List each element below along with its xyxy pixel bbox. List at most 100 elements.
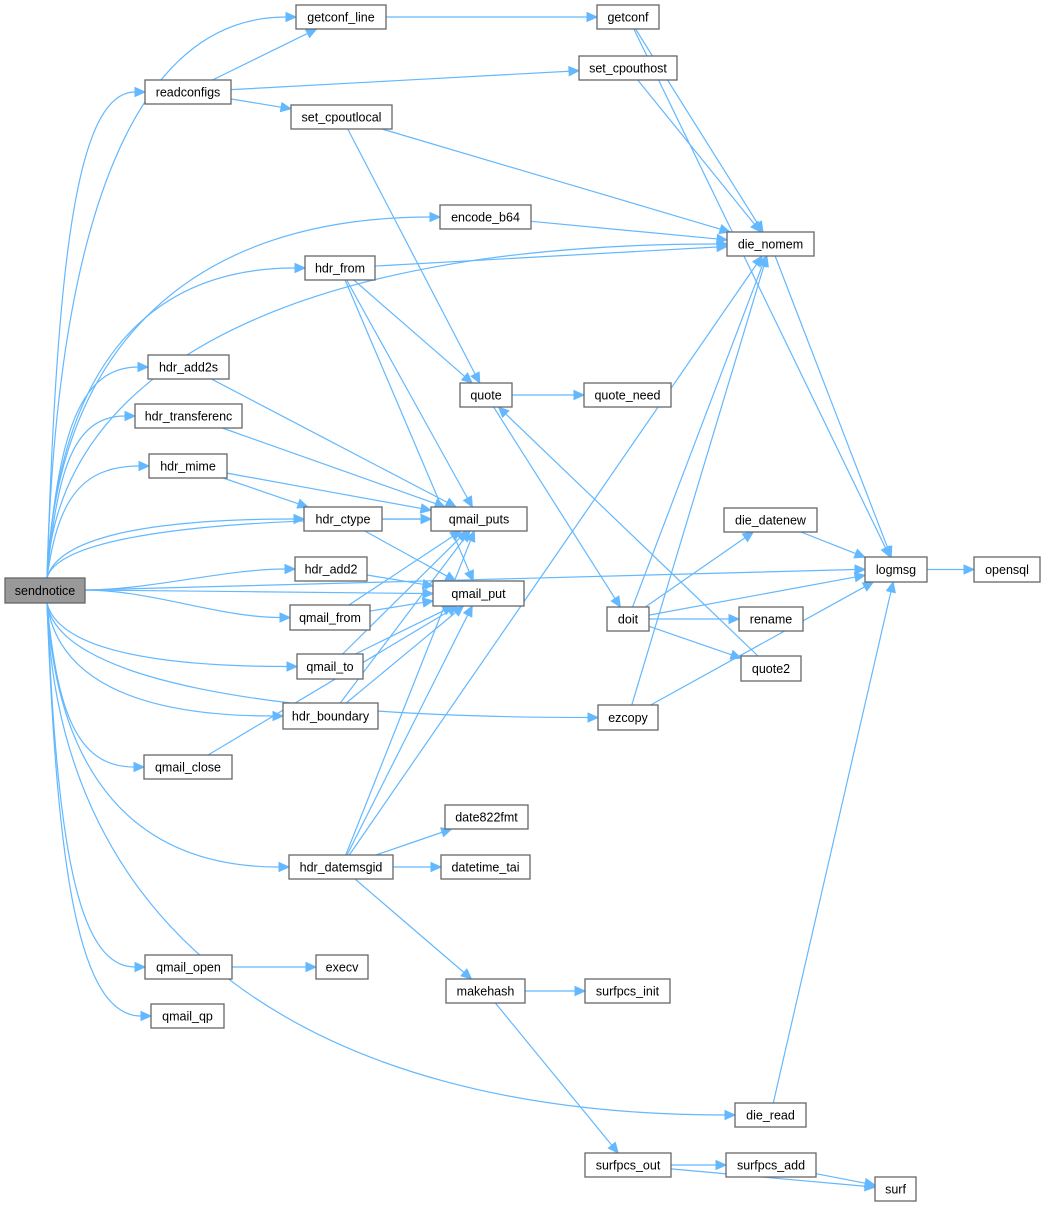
node-execv[interactable]: execv bbox=[315, 954, 369, 980]
node-opensql[interactable]: opensql bbox=[973, 556, 1041, 583]
node-qmail_open[interactable]: qmail_open bbox=[144, 954, 233, 980]
edge-sendnotice-to-hdr_mime bbox=[46, 460, 151, 579]
arrowhead-icon bbox=[134, 961, 147, 973]
node-getconf[interactable]: getconf bbox=[596, 4, 660, 30]
node-hdr_from[interactable]: hdr_from bbox=[304, 255, 376, 281]
node-label: hdr_boundary bbox=[292, 710, 370, 724]
node-label: hdr_transferenc bbox=[145, 410, 233, 424]
node-label: qmail_close bbox=[155, 761, 221, 775]
edge-hdr_datemsgid-to-date822fmt bbox=[375, 827, 453, 856]
node-label: ezcopy bbox=[608, 711, 648, 725]
arrowhead-icon bbox=[462, 495, 473, 509]
node-hdr_transferenc[interactable]: hdr_transferenc bbox=[134, 403, 243, 429]
arrowhead-icon bbox=[420, 513, 433, 525]
node-qmail_puts[interactable]: qmail_puts bbox=[430, 506, 528, 532]
arrowhead-icon bbox=[465, 529, 476, 543]
arrowhead-icon bbox=[138, 460, 151, 472]
node-label: die_datenew bbox=[735, 514, 807, 528]
node-encode_b64[interactable]: encode_b64 bbox=[439, 204, 532, 230]
node-label: qmail_open bbox=[156, 961, 221, 975]
node-label: quote2 bbox=[752, 662, 790, 676]
arrowhead-icon bbox=[728, 613, 741, 625]
node-label: logmsg bbox=[876, 563, 916, 577]
arrowhead-icon bbox=[305, 961, 318, 973]
node-hdr_add2s[interactable]: hdr_add2s bbox=[147, 354, 230, 380]
node-hdr_add2[interactable]: hdr_add2 bbox=[294, 556, 368, 582]
arrowhead-icon bbox=[574, 985, 587, 997]
node-quote2[interactable]: quote2 bbox=[740, 655, 802, 682]
arrowhead-icon bbox=[716, 233, 729, 245]
node-hdr_datemsgid[interactable]: hdr_datemsgid bbox=[288, 854, 394, 880]
node-readconfigs[interactable]: readconfigs bbox=[144, 79, 232, 105]
node-surfpcs_init[interactable]: surfpcs_init bbox=[584, 978, 671, 1004]
edge-doit-to-die_datenew bbox=[644, 531, 755, 608]
arrowhead-icon bbox=[285, 11, 298, 23]
node-qmail_close[interactable]: qmail_close bbox=[143, 754, 233, 780]
edge-hdr_from-to-qmail_puts bbox=[346, 279, 473, 509]
edge-readconfigs-to-set_cpoutlocal bbox=[230, 98, 293, 113]
node-die_nomem[interactable]: die_nomem bbox=[726, 231, 815, 257]
node-quote[interactable]: quote bbox=[459, 382, 513, 408]
edge-sendnotice-to-hdr_transferenc bbox=[46, 410, 137, 579]
edge-die_datenew-to-logmsg bbox=[800, 531, 867, 559]
arrowhead-icon bbox=[134, 86, 147, 98]
edge-sendnotice-to-hdr_boundary bbox=[46, 602, 285, 722]
arrowhead-icon bbox=[462, 604, 473, 618]
node-label: hdr_mime bbox=[160, 460, 216, 474]
node-hdr_boundary[interactable]: hdr_boundary bbox=[282, 702, 379, 730]
node-makehash[interactable]: makehash bbox=[445, 978, 526, 1004]
node-date822fmt[interactable]: date822fmt bbox=[444, 804, 529, 830]
node-quote_need[interactable]: quote_need bbox=[583, 382, 672, 408]
node-set_cpoutlocal[interactable]: set_cpoutlocal bbox=[290, 104, 393, 130]
edge-hdr_datemsgid-to-die_nomem bbox=[348, 254, 763, 856]
edge-surfpcs_out-to-surfpcs_add bbox=[671, 1159, 728, 1171]
arrowhead-icon bbox=[587, 712, 600, 723]
node-label: set_cpoutlocal bbox=[302, 111, 382, 125]
arrowhead-icon bbox=[421, 597, 435, 608]
node-label: surfpcs_add bbox=[737, 1159, 805, 1173]
arrowhead-icon bbox=[607, 1141, 619, 1154]
node-logmsg[interactable]: logmsg bbox=[864, 556, 928, 583]
node-surfpcs_out[interactable]: surfpcs_out bbox=[584, 1152, 672, 1178]
node-qmail_qp[interactable]: qmail_qp bbox=[150, 1003, 225, 1029]
edge-sendnotice-to-hdr_add2s bbox=[46, 361, 150, 579]
node-sendnotice[interactable]: sendnotice bbox=[4, 577, 86, 604]
node-datetime_tai[interactable]: datetime_tai bbox=[440, 854, 531, 880]
edge-sendnotice-to-qmail_qp bbox=[46, 602, 153, 1022]
node-ezcopy[interactable]: ezcopy bbox=[597, 704, 659, 731]
edge-set_cpoutlocal-to-die_nomem bbox=[381, 128, 732, 235]
node-hdr_ctype[interactable]: hdr_ctype bbox=[303, 506, 383, 532]
edge-readconfigs-to-set_cpouthost bbox=[230, 65, 581, 91]
arrowhead-icon bbox=[286, 661, 299, 672]
arrowhead-icon bbox=[429, 211, 442, 223]
node-doit[interactable]: doit bbox=[606, 606, 650, 632]
edge-logmsg-to-opensql bbox=[927, 564, 976, 575]
node-label: sendnotice bbox=[15, 584, 76, 598]
arrowhead-icon bbox=[296, 498, 310, 509]
node-getconf_line[interactable]: getconf_line bbox=[295, 4, 387, 30]
edge-qmail_from-to-qmail_put bbox=[369, 597, 435, 612]
node-qmail_from[interactable]: qmail_from bbox=[289, 604, 371, 631]
arrowhead-icon bbox=[718, 223, 732, 235]
node-label: hdr_ctype bbox=[316, 513, 371, 527]
arrowhead-icon bbox=[284, 563, 297, 575]
node-qmail_put[interactable]: qmail_put bbox=[432, 580, 525, 607]
node-qmail_to[interactable]: qmail_to bbox=[296, 653, 364, 680]
arrowhead-icon bbox=[133, 761, 146, 773]
node-hdr_mime[interactable]: hdr_mime bbox=[148, 453, 228, 479]
edge-hdr_from-to-die_nomem bbox=[374, 241, 729, 267]
node-rename[interactable]: rename bbox=[738, 606, 804, 632]
arrowhead-icon bbox=[430, 861, 443, 873]
node-surf[interactable]: surf bbox=[874, 1176, 917, 1202]
edge-hdr_ctype-to-qmail_puts bbox=[382, 513, 433, 525]
node-die_read[interactable]: die_read bbox=[734, 1102, 807, 1128]
arrowhead-icon bbox=[861, 581, 875, 592]
edge-set_cpoutlocal-to-quote bbox=[347, 128, 481, 385]
node-die_datenew[interactable]: die_datenew bbox=[723, 507, 818, 533]
edge-sendnotice-to-die_read bbox=[46, 602, 737, 1121]
node-surfpcs_add[interactable]: surfpcs_add bbox=[725, 1152, 817, 1178]
arrowhead-icon bbox=[444, 497, 458, 508]
edge-hdr_mime-to-hdr_ctype bbox=[222, 477, 310, 509]
node-set_cpouthost[interactable]: set_cpouthost bbox=[578, 55, 678, 81]
